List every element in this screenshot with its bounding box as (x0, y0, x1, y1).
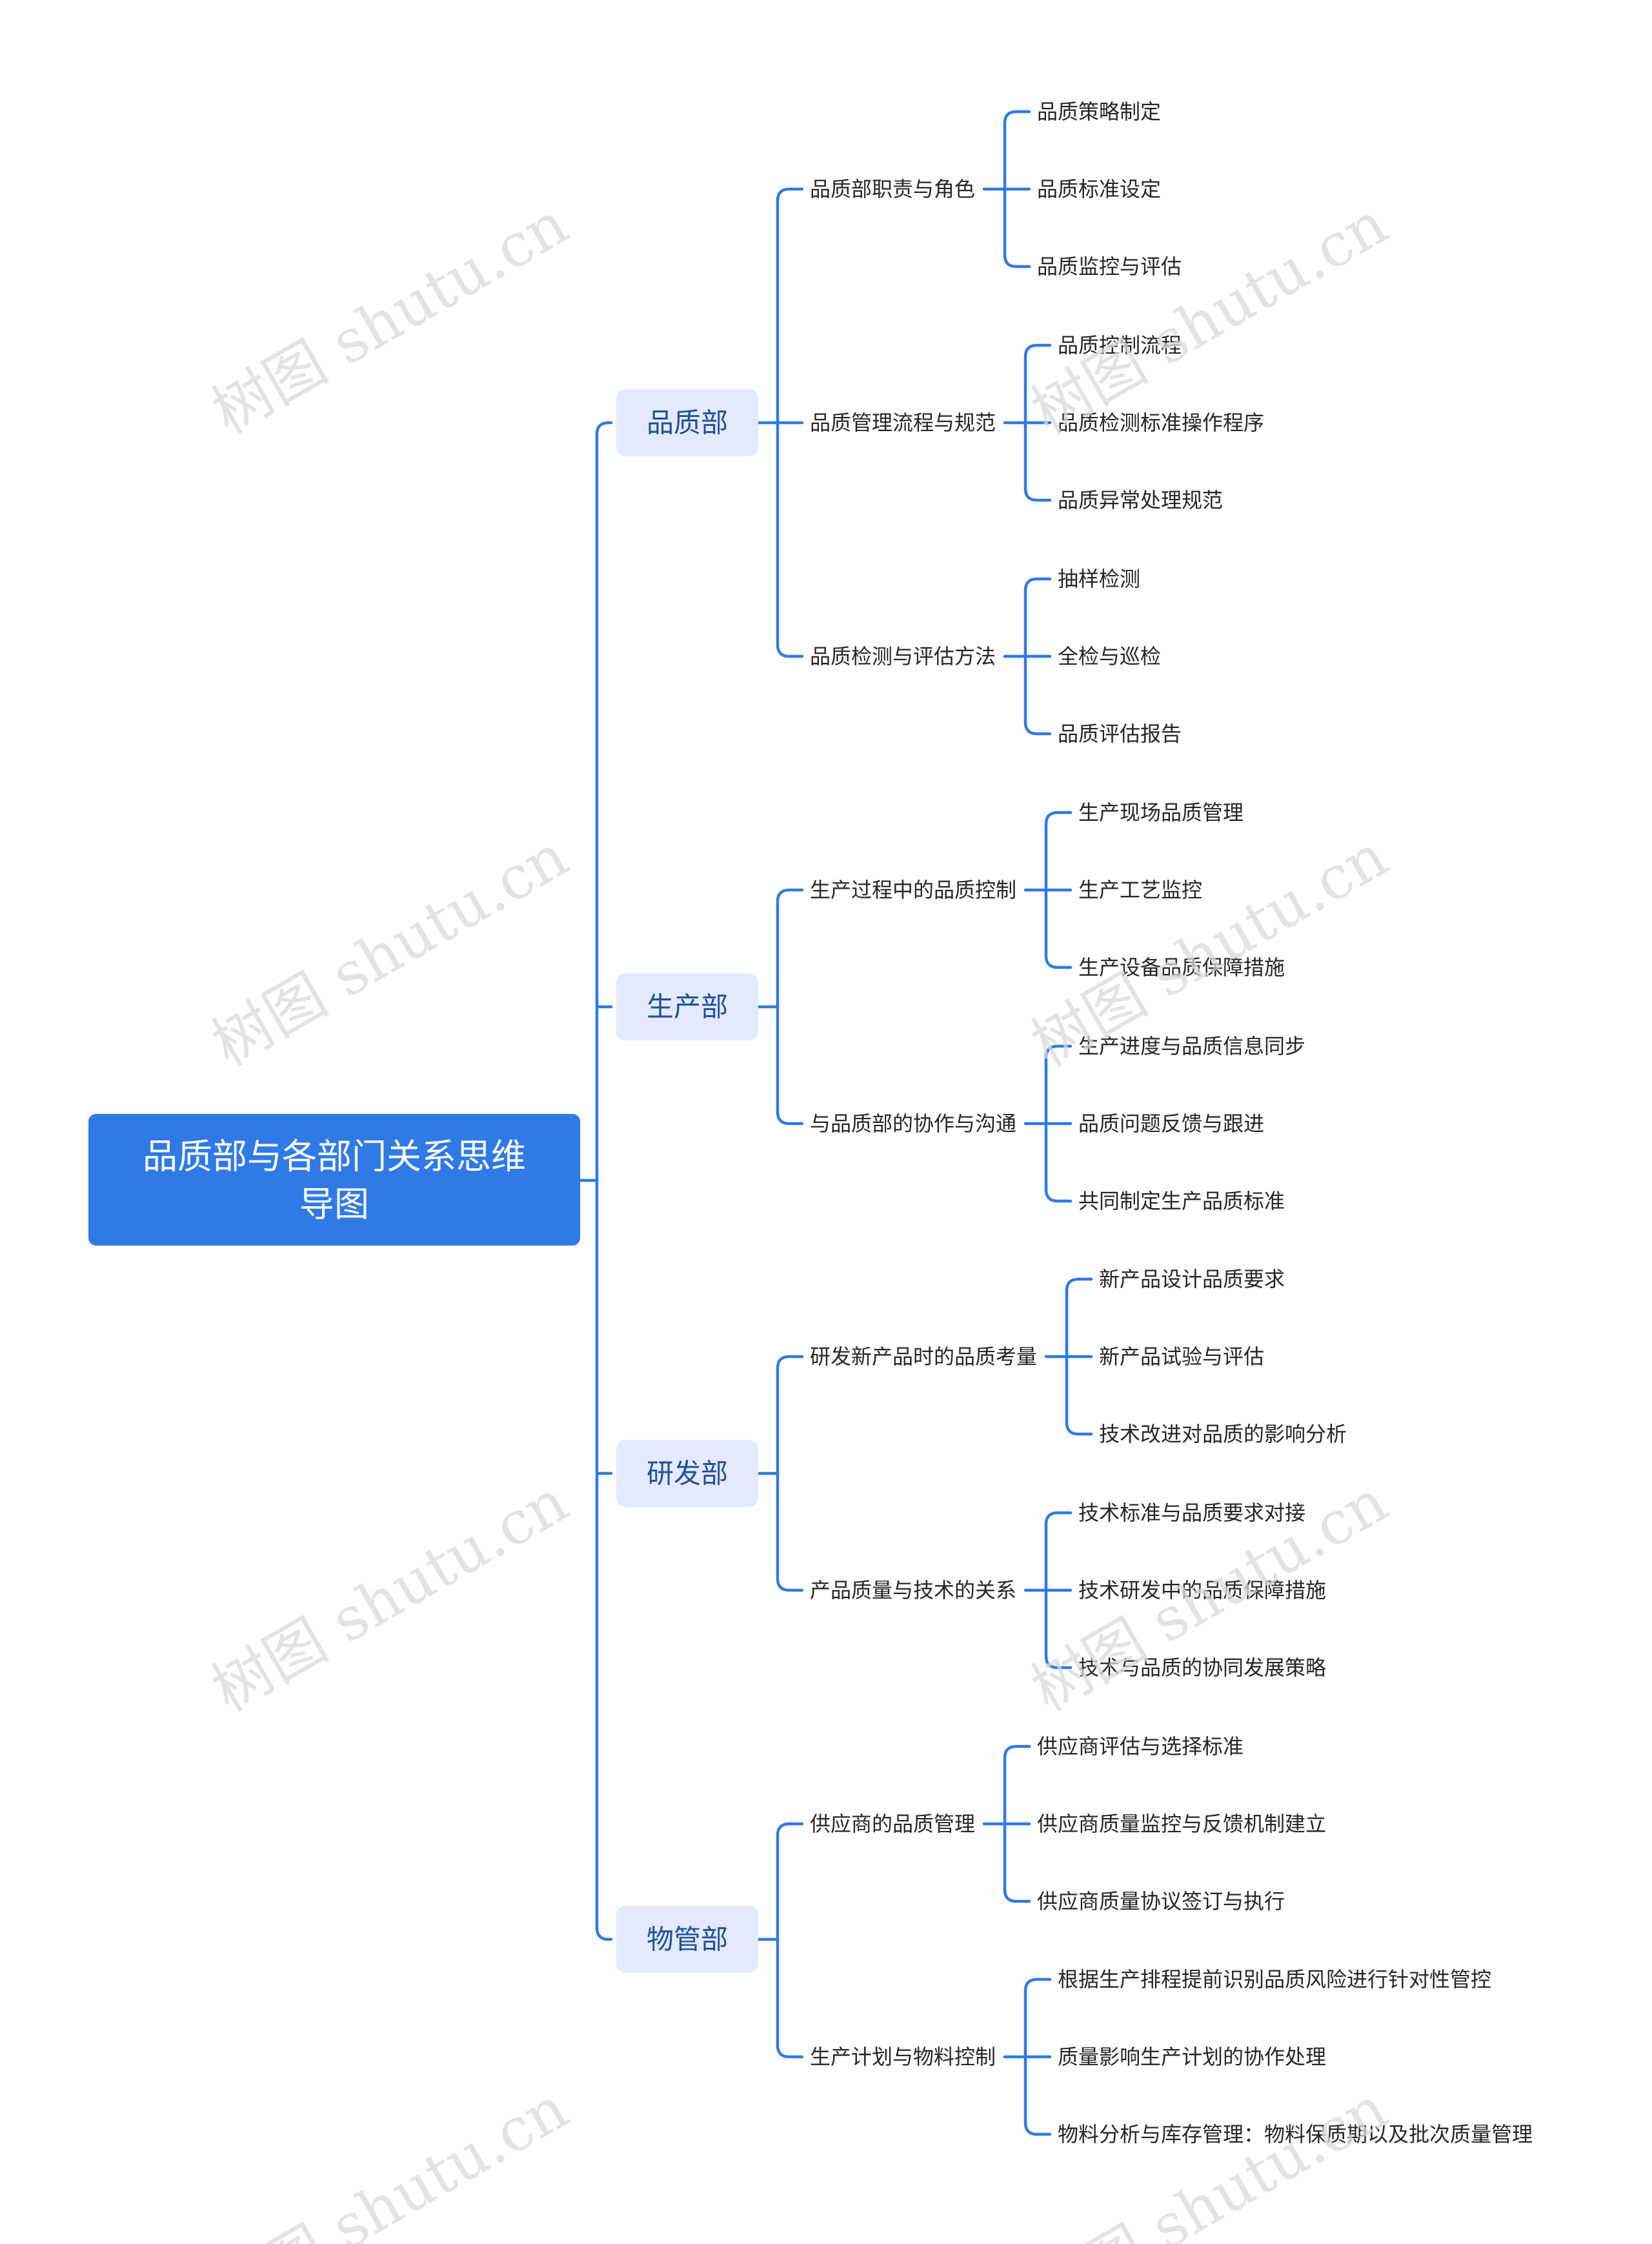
topic-node[interactable]: 产品质量与技术的关系 (810, 1578, 1016, 1602)
leaf-item[interactable]: 供应商质量协议签订与执行 (1037, 1889, 1285, 1914)
topic-label: 与品质部的协作与沟通 (810, 1111, 1016, 1136)
leaf-item[interactable]: 新产品设计品质要求 (1099, 1267, 1285, 1291)
leaf-item[interactable]: 品质标准设定 (1037, 177, 1161, 201)
topic-label: 产品质量与技术的关系 (810, 1578, 1016, 1602)
topic-connector (1003, 577, 1052, 736)
connector-lines (578, 110, 1093, 2136)
topic-label: 品质检测与评估方法 (810, 644, 996, 669)
topic-label: 供应商的品质管理 (810, 1812, 975, 1836)
topic-connector (1023, 1511, 1073, 1670)
department-connector (756, 187, 804, 658)
leaf-item[interactable]: 生产进度与品质信息同步 (1078, 1034, 1305, 1058)
topic-node[interactable]: 生产计划与物料控制 (810, 2045, 996, 2069)
department-label: 生产部 (647, 991, 728, 1023)
leaf-item[interactable]: 技术改进对品质的影响分析 (1099, 1422, 1347, 1446)
leaf-item[interactable]: 质量影响生产计划的协作处理 (1058, 2045, 1326, 2069)
leaf-item[interactable]: 品质监控与评估 (1037, 254, 1182, 279)
department-node[interactable]: 品质部 (616, 389, 758, 456)
topic-connector (1003, 1977, 1052, 2136)
topic-label: 品质管理流程与规范 (810, 410, 996, 435)
root-label-line-2: 导图 (299, 1184, 369, 1225)
leaf-item[interactable]: 生产设备品质保障措施 (1078, 955, 1285, 980)
leaf-item[interactable]: 品质评估报告 (1058, 722, 1182, 746)
department-label: 研发部 (647, 1458, 728, 1490)
leaf-item[interactable]: 抽样检测 (1058, 567, 1140, 591)
department-node[interactable]: 物管部 (616, 1906, 758, 1973)
watermark-text: 树图 shutu.cn (1020, 2074, 1398, 2244)
root-label-line-1: 品质部与各部门关系思维 (143, 1137, 526, 1177)
watermark-text: 树图 shutu.cn (201, 2074, 579, 2244)
leaf-item[interactable]: 品质异常处理规范 (1058, 488, 1223, 512)
leaf-item[interactable]: 技术与品质的协同发展策略 (1078, 1655, 1326, 1680)
topic-connector (1003, 343, 1052, 502)
leaf-item[interactable]: 技术研发中的品质保障措施 (1078, 1578, 1326, 1602)
department-node[interactable]: 生产部 (616, 973, 758, 1040)
root-node[interactable]: 品质部与各部门关系思维 导图 (88, 1114, 580, 1246)
topic-node[interactable]: 研发新产品时的品质考量 (810, 1344, 1037, 1369)
leaf-item[interactable]: 品质问题反馈与跟进 (1078, 1111, 1264, 1136)
department-node[interactable]: 研发部 (616, 1440, 758, 1507)
topic-node[interactable]: 品质检测与评估方法 (810, 644, 996, 669)
leaf-item[interactable]: 根据生产排程提前识别品质风险进行针对性管控 (1058, 1967, 1491, 1992)
leaf-item[interactable]: 生产现场品质管理 (1078, 800, 1244, 825)
watermark-text: 树图 shutu.cn (201, 822, 579, 1080)
leaf-item[interactable]: 新产品试验与评估 (1099, 1344, 1264, 1369)
topic-connector (982, 110, 1031, 268)
topic-label: 生产计划与物料控制 (810, 2045, 996, 2069)
watermark-text: 树图 shutu.cn (201, 1467, 579, 1725)
topic-node[interactable]: 供应商的品质管理 (810, 1812, 975, 1836)
leaf-item[interactable]: 全检与巡检 (1058, 644, 1161, 669)
leaf-item[interactable]: 共同制定生产品质标准 (1078, 1189, 1285, 1213)
leaf-item[interactable]: 生产工艺监控 (1078, 878, 1202, 902)
leaf-item[interactable]: 物料分析与库存管理：物料保质期以及批次质量管理 (1058, 2122, 1533, 2147)
topic-connector (1044, 1277, 1093, 1436)
watermark-text: 树图 shutu.cn (201, 189, 579, 447)
topic-node[interactable]: 品质部职责与角色 (810, 177, 975, 201)
topic-node[interactable]: 与品质部的协作与沟通 (810, 1111, 1016, 1136)
root-connector (578, 421, 613, 1941)
department-label: 品质部 (647, 407, 728, 439)
topic-node[interactable]: 品质管理流程与规范 (810, 410, 996, 435)
topic-connector (1023, 811, 1073, 969)
topic-label: 研发新产品时的品质考量 (810, 1344, 1037, 1369)
topic-label: 品质部职责与角色 (810, 177, 975, 201)
topic-label: 生产过程中的品质控制 (810, 878, 1016, 902)
leaf-item[interactable]: 技术标准与品质要求对接 (1078, 1501, 1305, 1525)
leaf-item[interactable]: 供应商质量监控与反馈机制建立 (1037, 1812, 1326, 1836)
nodes-layer: 品质部品质部职责与角色品质策略制定品质标准设定品质监控与评估品质管理流程与规范品… (616, 99, 1533, 2147)
topic-connector (982, 1744, 1031, 1903)
department-connector (756, 1822, 804, 2059)
topic-node[interactable]: 生产过程中的品质控制 (810, 878, 1016, 902)
department-label: 物管部 (647, 1924, 728, 1956)
department-connector (756, 1355, 804, 1592)
leaf-item[interactable]: 品质策略制定 (1037, 99, 1161, 124)
leaf-item[interactable]: 品质控制流程 (1058, 333, 1182, 358)
leaf-item[interactable]: 品质检测标准操作程序 (1058, 410, 1264, 435)
department-connector (756, 888, 804, 1126)
topic-connector (1023, 1044, 1073, 1203)
watermark-text: 树图 shutu.cn (1020, 189, 1398, 447)
leaf-item[interactable]: 供应商评估与选择标准 (1037, 1734, 1244, 1759)
